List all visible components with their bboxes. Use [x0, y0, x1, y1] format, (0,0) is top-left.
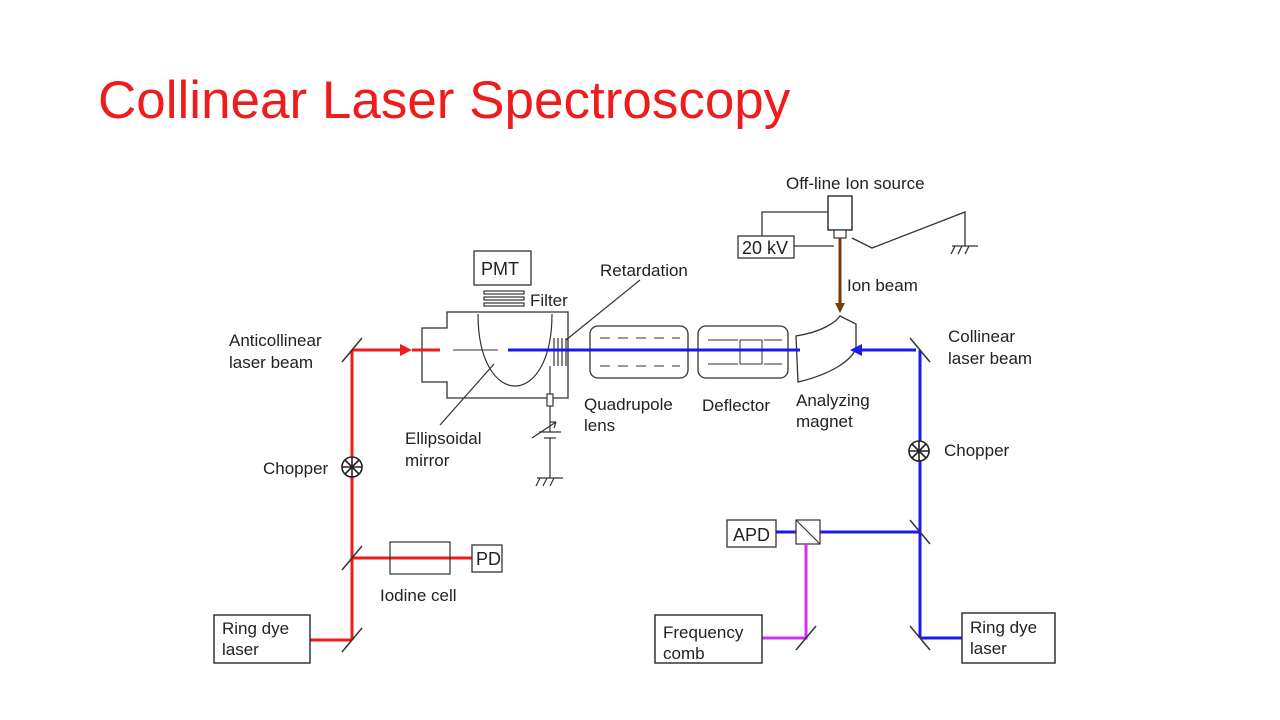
pd-label: PD [476, 549, 501, 569]
ellipsoidal-mirror-label-1: Ellipsoidal [405, 429, 482, 448]
comb-beam [762, 544, 808, 640]
detection-chamber [421, 311, 569, 399]
chopper-left-icon [341, 456, 363, 478]
source-switch-wire [851, 211, 966, 249]
right-mirrors [909, 337, 931, 651]
frequency-comb-box [654, 614, 763, 664]
ion-source-nozzle [833, 229, 847, 239]
analyzing-magnet [795, 315, 857, 383]
ring-dye-right-label-1: Ring dye [970, 618, 1037, 637]
retardation-supply [531, 366, 563, 487]
collinear-label-2: laser beam [948, 349, 1032, 368]
pd-box [471, 544, 503, 573]
pmt-box [473, 250, 532, 286]
chopper-right-label: Chopper [944, 441, 1010, 460]
ion-beam-label: Ion beam [847, 276, 918, 295]
quadrupole-label-1: Quadrupole [584, 395, 673, 414]
ring-dye-laser-right [961, 612, 1056, 664]
ellipsoidal-mirror-shape [477, 313, 553, 387]
collinear-label-1: Collinear [948, 327, 1015, 346]
ring-dye-left-label-2: laser [222, 640, 259, 659]
left-mirrors [341, 337, 363, 653]
ring-dye-laser-left [213, 614, 311, 664]
filter-label: Filter [530, 291, 568, 310]
anticollinear-arrow-head [400, 344, 412, 356]
ring-dye-left-label-1: Ring dye [222, 619, 289, 638]
frequency-comb-label-2: comb [663, 644, 705, 663]
iodine-cell-label: Iodine cell [380, 586, 457, 605]
quadrupole-label-2: lens [584, 416, 615, 435]
iodine-cell [389, 541, 451, 575]
offline-ion-source-label: Off-line Ion source [786, 174, 925, 193]
source-wire-left [761, 211, 828, 236]
analyzing-magnet-label-2: magnet [796, 412, 853, 431]
frequency-comb-label-1: Frequency [663, 623, 744, 642]
voltage-box [737, 235, 795, 259]
ellipsoidal-mirror-label-2: mirror [405, 451, 450, 470]
anticollinear-label-1: Anticollinear [229, 331, 322, 350]
pmt-label: PMT [481, 259, 519, 279]
ring-dye-right-label-2: laser [970, 639, 1007, 658]
ellipsoidal-pointer [439, 363, 495, 426]
offline-ion-source: 20 kV Off-line Ion source [737, 174, 978, 259]
anticollinear-label-2: laser beam [229, 353, 313, 372]
ion-source-box [827, 195, 853, 231]
apd-box [726, 519, 777, 548]
retardation-label: Retardation [600, 261, 688, 280]
slide-title: Collinear Laser Spectroscopy [98, 71, 791, 130]
ground-symbol-source [950, 245, 978, 255]
retardation-pointer [565, 279, 641, 341]
retardation-electrodes [553, 338, 567, 366]
collinear-arrow-head [850, 344, 862, 356]
voltage-label: 20 kV [742, 238, 788, 258]
comb-mirror [795, 625, 817, 651]
filter-plates [483, 290, 525, 307]
deflector-label: Deflector [702, 396, 770, 415]
deflector [697, 325, 789, 379]
chopper-left-label: Chopper [263, 459, 329, 478]
apd-label: APD [733, 525, 770, 545]
chopper-right-icon [908, 440, 930, 462]
quadrupole-lens [589, 325, 689, 379]
analyzing-magnet-label-1: Analyzing [796, 391, 870, 410]
